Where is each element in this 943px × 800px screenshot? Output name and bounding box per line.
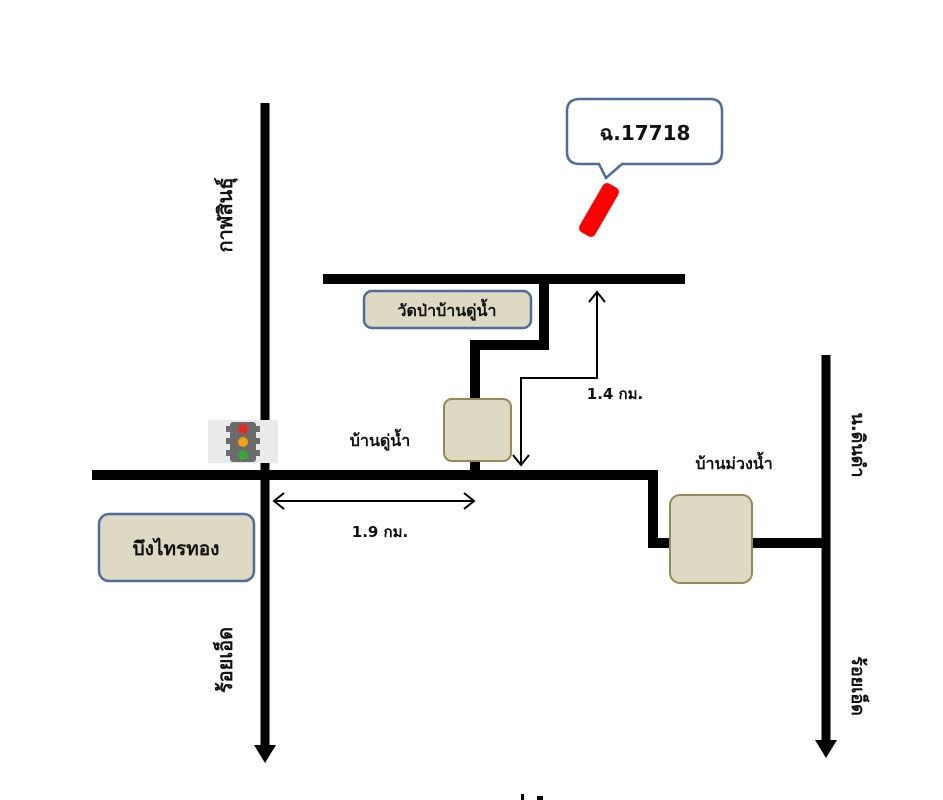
label-kalasin: กาฬสินธุ์ <box>213 177 238 252</box>
village-ban-du-nam <box>443 398 512 462</box>
traffic-light-icon <box>208 420 278 463</box>
arrow-down-left-road <box>254 745 276 763</box>
distance-horizontal-label: 1.9 กม. <box>352 523 408 541</box>
arrow-down-right-road <box>815 740 837 758</box>
road-to-muang-nam <box>648 475 830 548</box>
bueng-box <box>97 512 256 583</box>
location-marker-icon <box>579 183 619 237</box>
village-ban-muang-nam <box>669 494 753 584</box>
callout-plate: ฉ.17718 <box>565 97 724 181</box>
wat-box <box>362 289 533 330</box>
callout-text: ฉ.17718 <box>600 121 691 145</box>
wat-label: วัดป่าบ้านดู่น้ำ <box>398 298 497 322</box>
callout-bubble <box>565 97 724 181</box>
label-ban-muang-nam: บ้านม่วงน้ำ <box>695 451 772 473</box>
label-ban-du-nam: บ้านดู่น้ำ <box>350 428 410 452</box>
cut-off-text-fragment <box>521 794 543 800</box>
label-roiet-left: ร้อยเอ็ด <box>212 627 237 693</box>
label-na-dun: น.ดินดำ <box>847 413 868 478</box>
label-roiet-right: ร้อยเอ็ด <box>847 656 870 716</box>
distance-vertical <box>512 290 606 467</box>
bueng-label: บึงไทรทอง <box>133 537 220 560</box>
distance-horizontal <box>272 492 476 510</box>
distance-vertical-label: 1.4 กม. <box>587 385 643 403</box>
